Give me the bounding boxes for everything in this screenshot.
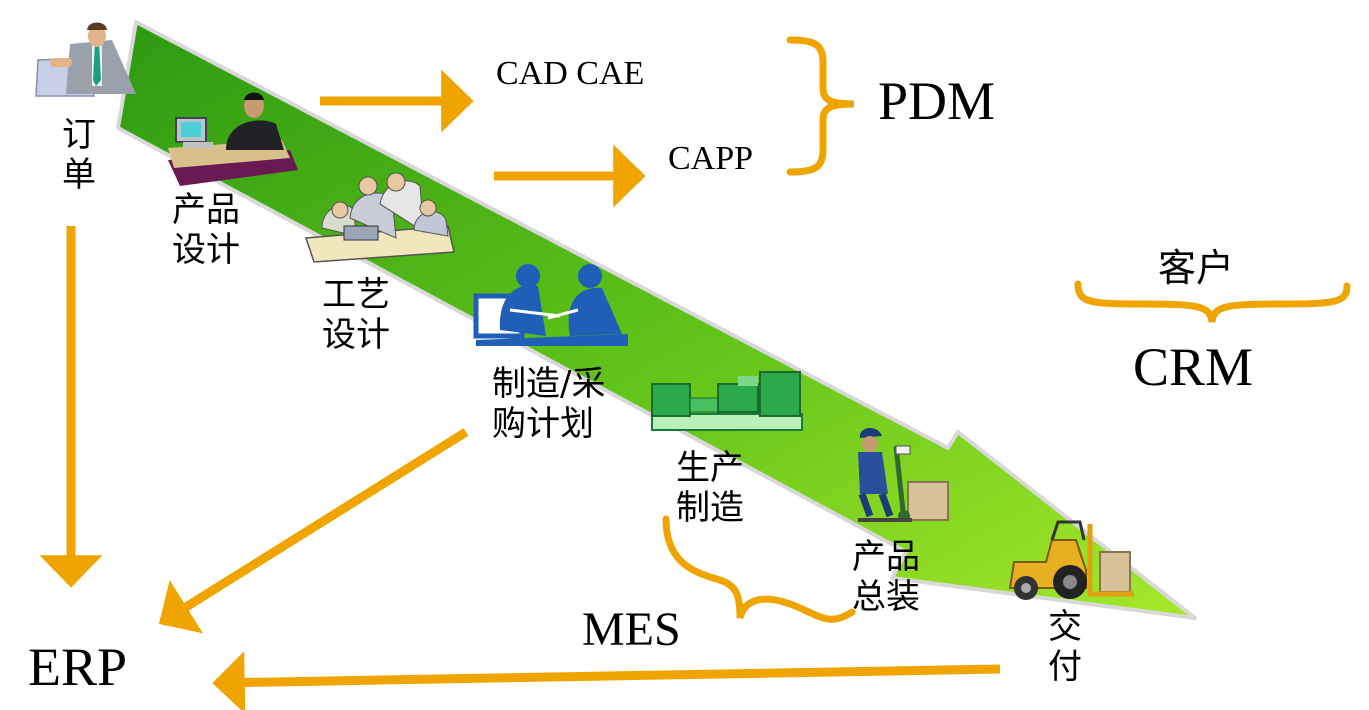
designer-at-desk-icon xyxy=(168,92,298,186)
stage-label-product-design: 产品 设计 xyxy=(172,190,240,270)
label-cad-cae: CAD CAE xyxy=(496,55,645,92)
crm-brace xyxy=(1074,280,1351,323)
stage-label-production: 生产 制造 xyxy=(676,448,744,528)
label-mes: MES xyxy=(582,603,681,656)
label-capp: CAPP xyxy=(668,140,754,177)
machine-tool-icon xyxy=(651,371,803,431)
mes-brace xyxy=(662,515,856,623)
stage-label-order: 订 单 xyxy=(62,115,96,195)
two-workers-at-computer-icon xyxy=(473,264,628,346)
label-erp: ERP xyxy=(28,637,128,697)
forklift-icon xyxy=(1008,520,1134,600)
stage-label-process-design: 工艺 设计 xyxy=(322,275,390,355)
label-pdm: PDM xyxy=(878,71,996,131)
process-flow-band xyxy=(116,20,1197,620)
label-customer: 客户 xyxy=(1158,246,1235,290)
stage-label-assembly: 产品 总装 xyxy=(852,537,920,617)
arrow-delivery-to-erp xyxy=(212,650,1001,710)
businessman-with-paper-icon xyxy=(35,22,136,97)
label-crm: CRM xyxy=(1133,337,1254,397)
pdm-brace xyxy=(786,36,855,176)
stage-label-mfg-plan: 制造/采 购计划 xyxy=(492,364,606,444)
arrow-plan-to-erp xyxy=(158,428,469,634)
stage-label-delivery: 交 付 xyxy=(1048,607,1082,687)
team-meeting-icon xyxy=(304,172,455,263)
worker-with-hand-truck-icon xyxy=(858,427,949,522)
